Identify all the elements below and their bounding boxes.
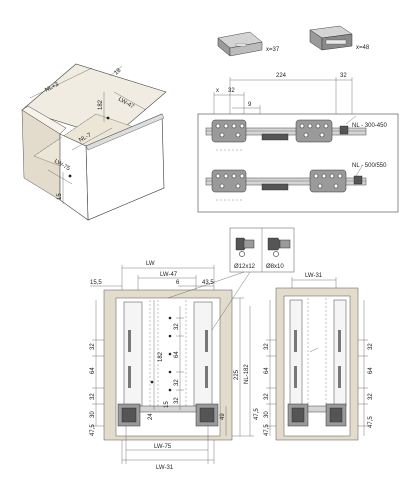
front-dim-475-r: 47,5 [254,408,260,420]
part-b [309,25,353,51]
iso-drawer [21,63,167,221]
front-dim-64-l: 64 [90,367,96,374]
iso-nl-7: NL-7 [78,132,93,144]
dim-nl3 [29,67,93,99]
rail-dim-32a: 32 [340,73,347,79]
front-dim-15: 15 [164,401,170,408]
side-lw-31: LW-31 [305,273,323,279]
side-dim-32-1: 32 [264,343,270,350]
rail-dim-9: 9 [248,102,252,108]
front-dim-6: 6 [176,280,180,286]
front-dim-435: 43,5 [202,280,214,286]
part-a-qty: x=37 [266,47,280,53]
side-dim-475-l: 47,5 [264,424,270,436]
rail-dim-32b: 32 [228,88,235,94]
part-a [217,31,263,57]
front-dim-24: 24 [148,413,154,420]
rail-label-nl2: NL - 500/550 [352,163,387,169]
part-b-qty: x=48 [356,45,370,51]
iso-dim-15: 15 [57,193,63,200]
iso-dim-18: 18 [113,67,122,76]
side-dim-64-l: 64 [264,367,270,374]
front-dim-225: 225 [234,369,240,380]
front-lw: LW [146,261,155,267]
screw-detail [229,227,295,273]
front-dim-32-3: 32 [174,323,180,330]
front-dim-30-l: 30 [90,411,96,418]
iso-dim-182: 182 [98,99,104,110]
front-dim-32-4: 32 [174,379,180,386]
side-dim-32-2: 32 [264,393,270,400]
side-dim-30: 30 [264,411,270,418]
rail-dim-x: x [216,88,219,94]
front-lw-75: LW-75 [154,444,172,450]
rail-detail [197,77,399,213]
side-dim-32-4: 32 [368,393,374,400]
rail-label-nl1: NL - 300-450 [352,123,387,129]
screw-2: Ø8x10 [266,264,284,270]
front-dim-nl: NL-182 [244,364,250,384]
front-lw-31: LW-31 [156,465,174,471]
side-dim-475-r: 47,5 [368,416,374,428]
front-dim-32-5: 32 [174,397,180,404]
side-dim-64-r: 64 [368,367,374,374]
front-dim-49: 49 [220,413,226,420]
front-dim-64-m: 64 [174,351,180,358]
front-dim-475-l: 47,5 [90,424,96,436]
side-view [266,277,368,441]
side-dim-32-3: 32 [368,343,374,350]
front-dim-182: 182 [158,351,164,362]
front-dim-32-2: 32 [90,393,96,400]
front-view [90,265,254,464]
front-dim-155: 15,5 [90,280,102,286]
screw-1: Ø12x12 [234,264,256,270]
rail-dim-224: 224 [276,73,287,79]
front-dim-32-1: 32 [90,343,96,350]
front-lw-47: LW-47 [160,272,178,278]
